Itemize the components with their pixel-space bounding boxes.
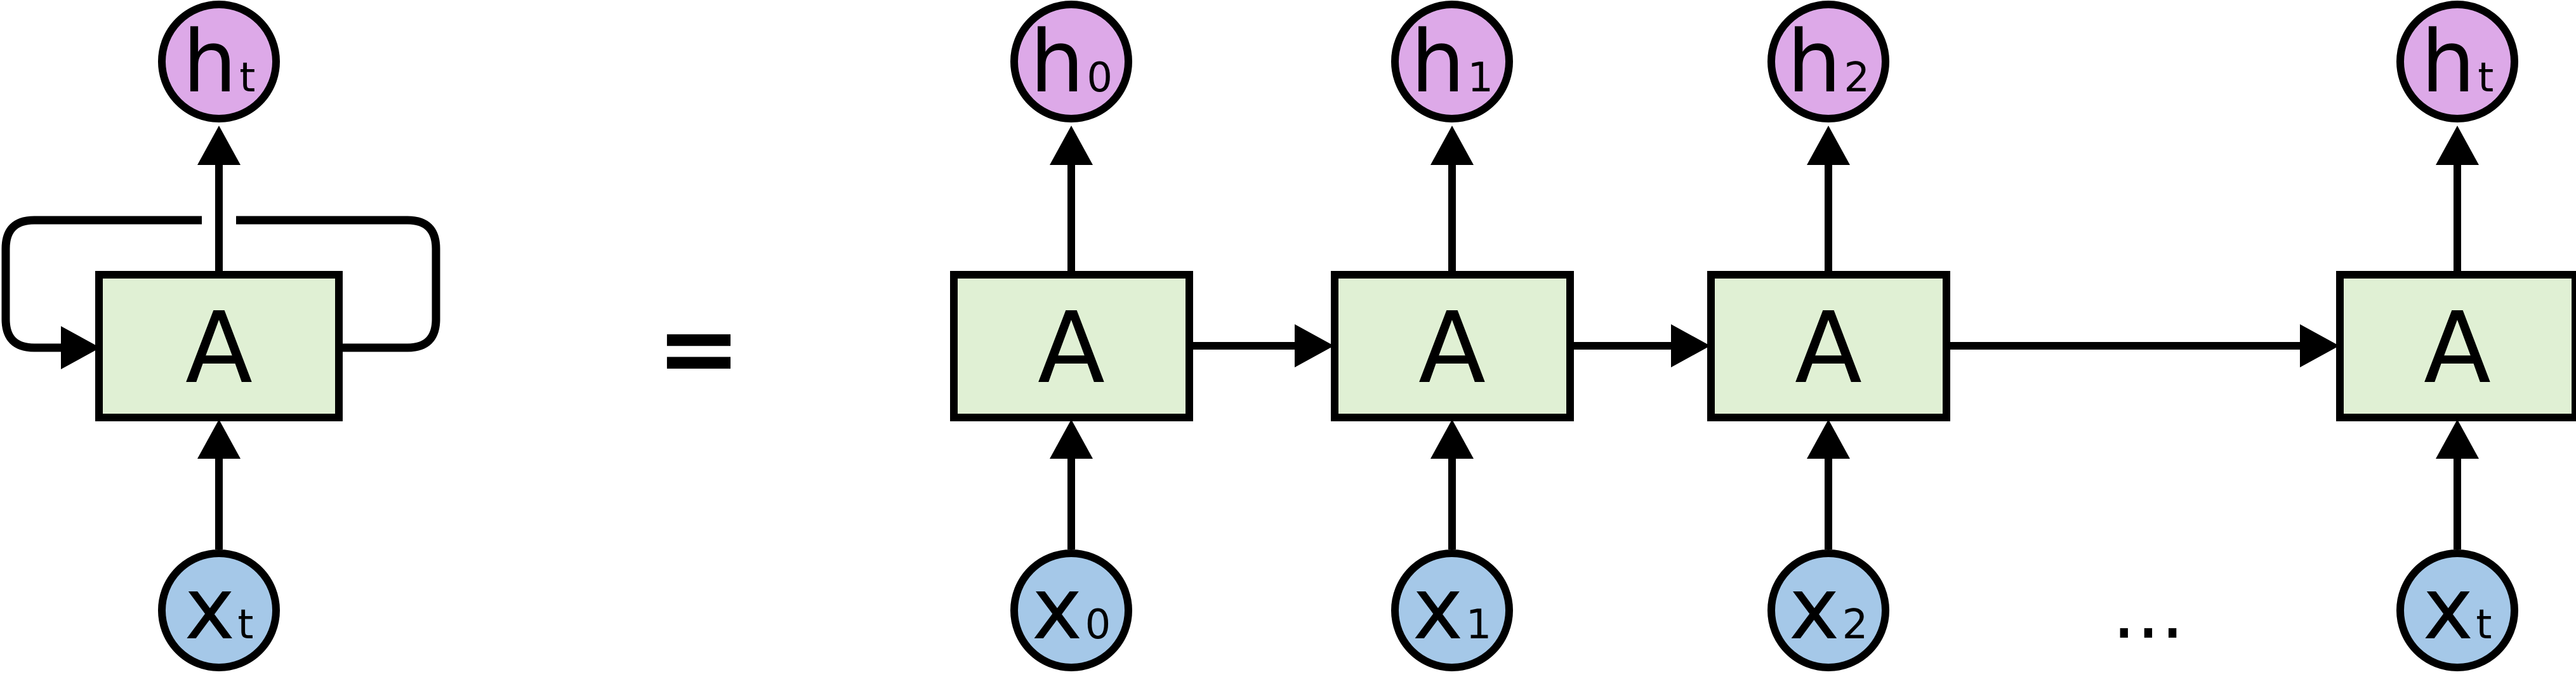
hidden-state-label: ht <box>183 12 256 112</box>
cell-link-arrowhead <box>1671 324 1710 367</box>
unrolled-cell: A ht xt <box>2336 1 2576 671</box>
cell-label: A <box>1795 291 1862 405</box>
output-arrowhead <box>197 126 241 165</box>
rolled-rnn: A ht xt <box>1 1 440 671</box>
cell-box <box>2336 271 2576 421</box>
hidden-state-label: h0 <box>1030 12 1113 112</box>
hidden-state-circle <box>1767 1 1889 122</box>
input-arrowhead <box>1430 419 1474 459</box>
cell-link-arrowhead <box>2300 324 2339 367</box>
input-arrowhead <box>1050 419 1093 459</box>
cell-box <box>95 271 343 421</box>
input-circle <box>1010 549 1132 671</box>
hidden-state-circle <box>158 1 280 122</box>
input-circle <box>1767 549 1889 671</box>
cell-link-arrowhead <box>1295 324 1334 367</box>
cell-label: A <box>185 291 253 405</box>
input-label: xt <box>2423 559 2492 659</box>
hidden-state-circle <box>1391 1 1513 122</box>
unrolled-rnn: A h0 x0 A h1 x1 A h2 <box>950 1 2576 671</box>
input-arrowhead <box>197 419 241 459</box>
input-circle <box>1391 549 1513 671</box>
output-arrowhead <box>1807 126 1850 165</box>
unrolled-cell: A h1 x1 <box>1331 1 1574 671</box>
input-label: x0 <box>1032 559 1111 659</box>
ellipsis: ... <box>2112 568 2184 656</box>
cell-link-arrow-1 <box>1189 324 1334 367</box>
hidden-state-circle <box>1010 1 1132 122</box>
equals-sign: = <box>656 289 741 407</box>
hidden-state-circle <box>2396 1 2518 122</box>
cell-link-arrow-2 <box>1570 324 1710 367</box>
output-arrowhead <box>1430 126 1474 165</box>
unrolled-cell: A h2 x2 <box>1707 1 1950 671</box>
hidden-state-label: h2 <box>1787 12 1870 112</box>
cell-box <box>1707 271 1950 421</box>
hidden-state-label: ht <box>2421 12 2494 112</box>
input-arrowhead <box>1807 419 1850 459</box>
cell-link-arrow-3 <box>1946 324 2339 367</box>
input-label: xt <box>185 559 254 659</box>
cell-label: A <box>1418 291 1486 405</box>
input-label: x1 <box>1413 559 1492 659</box>
input-arrowhead <box>2436 419 2479 459</box>
output-arrowhead <box>1050 126 1093 165</box>
input-circle <box>158 549 280 671</box>
cell-label: A <box>1038 291 1105 405</box>
input-label: x2 <box>1789 559 1868 659</box>
cell-box <box>950 271 1193 421</box>
recurrent-loop-arrowhead <box>61 326 100 369</box>
input-circle <box>2396 549 2518 671</box>
cell-label: A <box>2424 291 2491 405</box>
hidden-state-label: h1 <box>1411 12 1493 112</box>
cell-box <box>1331 271 1574 421</box>
unrolled-cell: A h0 x0 <box>950 1 1193 671</box>
output-arrowhead <box>2436 126 2479 165</box>
